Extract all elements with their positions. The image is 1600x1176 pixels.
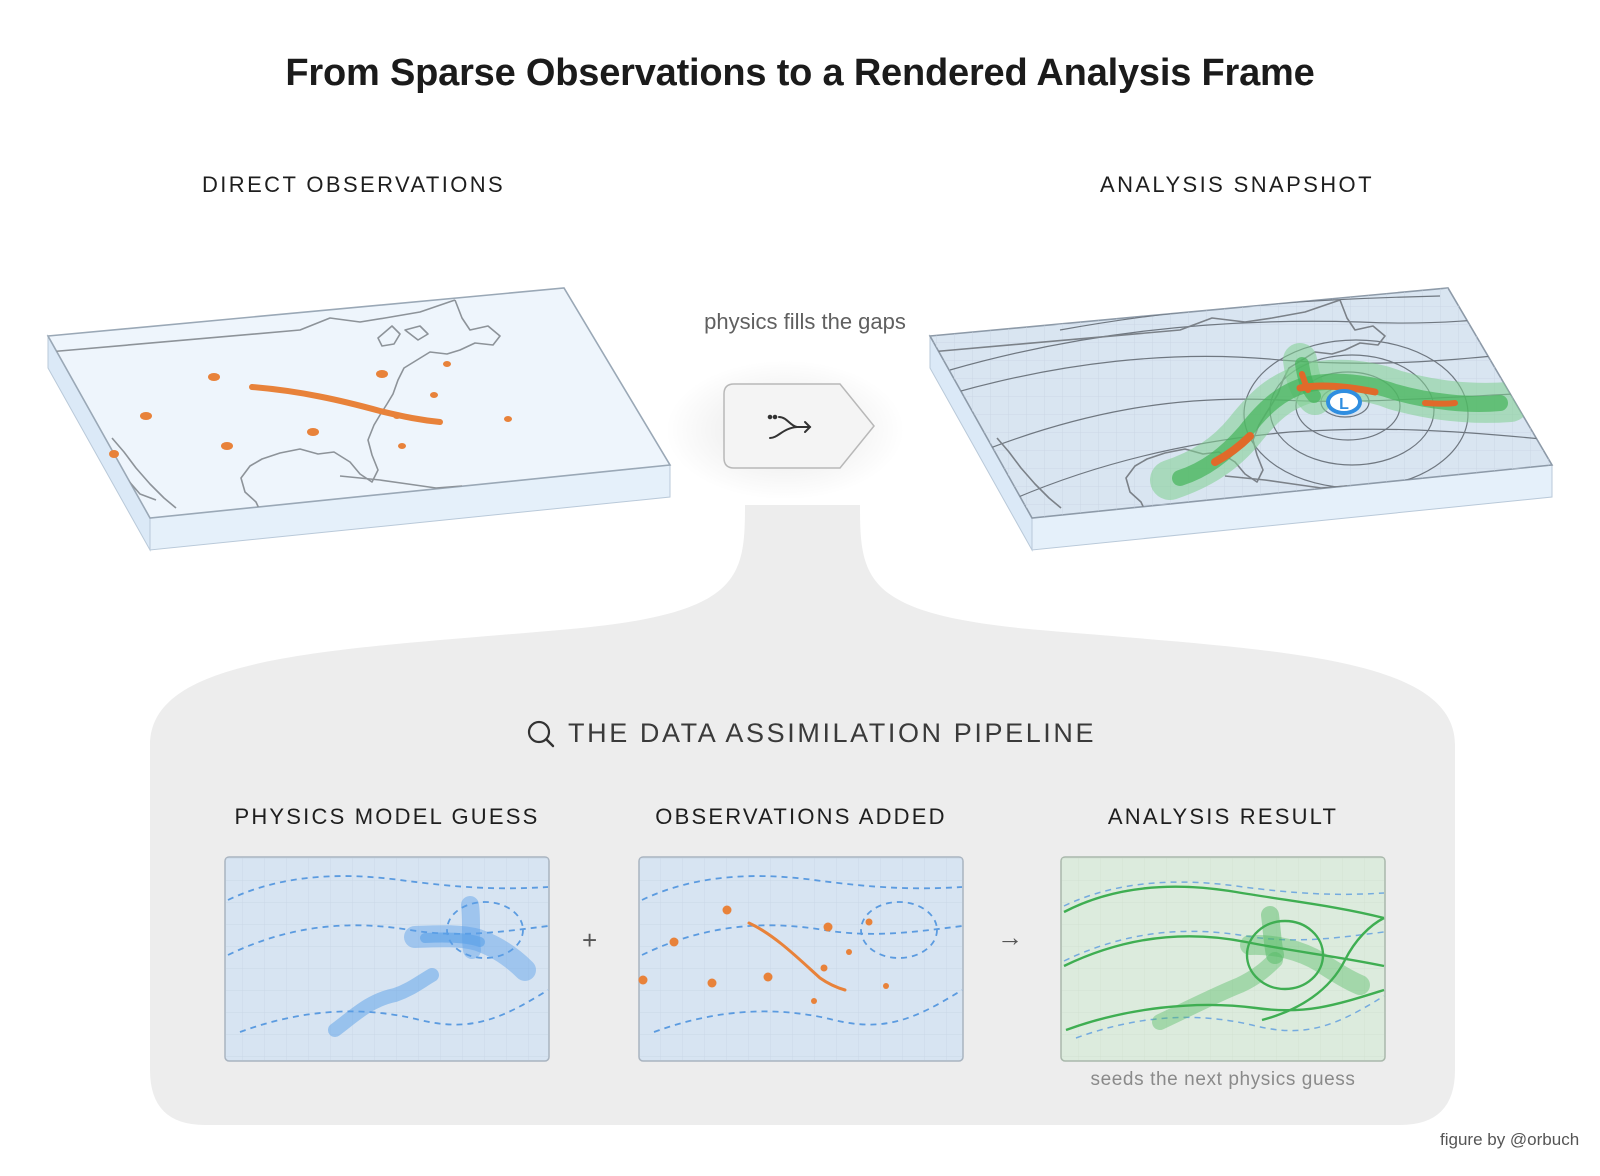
analysis-snapshot-map: L [928, 287, 1554, 552]
direct-observations-caption: DIRECT OBSERVATIONS [202, 172, 506, 197]
step-physics-guess-map [224, 856, 550, 1062]
step-observations-map [638, 856, 964, 1062]
step-caption-analysis-result: ANALYSIS RESULT [1107, 804, 1339, 829]
figure-title: From Sparse Observations to a Rendered A… [285, 52, 1315, 94]
search-icon [527, 720, 555, 747]
direct-observations-map [46, 287, 672, 552]
pipeline-title: THE DATA ASSIMILATION PIPELINE [568, 718, 1097, 748]
step-caption-observations: OBSERVATIONS ADDED [655, 804, 947, 829]
pipeline-heading: THE DATA ASSIMILATION PIPELINE [526, 718, 1096, 749]
plus-operator: + [582, 925, 598, 955]
physics-fills-caption: physics fills the gaps [704, 309, 906, 334]
analysis-snapshot-caption: ANALYSIS SNAPSHOT [1100, 172, 1374, 197]
low-pressure-marker: L [1339, 396, 1349, 413]
arrow-operator: → [997, 922, 1023, 952]
step-analysis-result-map [1060, 856, 1386, 1062]
step-caption-physics-guess: PHYSICS MODEL GUESS [234, 804, 540, 829]
physics-connector [665, 360, 905, 500]
merge-arrow-icon [767, 414, 812, 439]
seeds-note: seeds the next physics guess [1090, 1069, 1356, 1090]
figure-credit: figure by @orbuch [1440, 1130, 1580, 1149]
